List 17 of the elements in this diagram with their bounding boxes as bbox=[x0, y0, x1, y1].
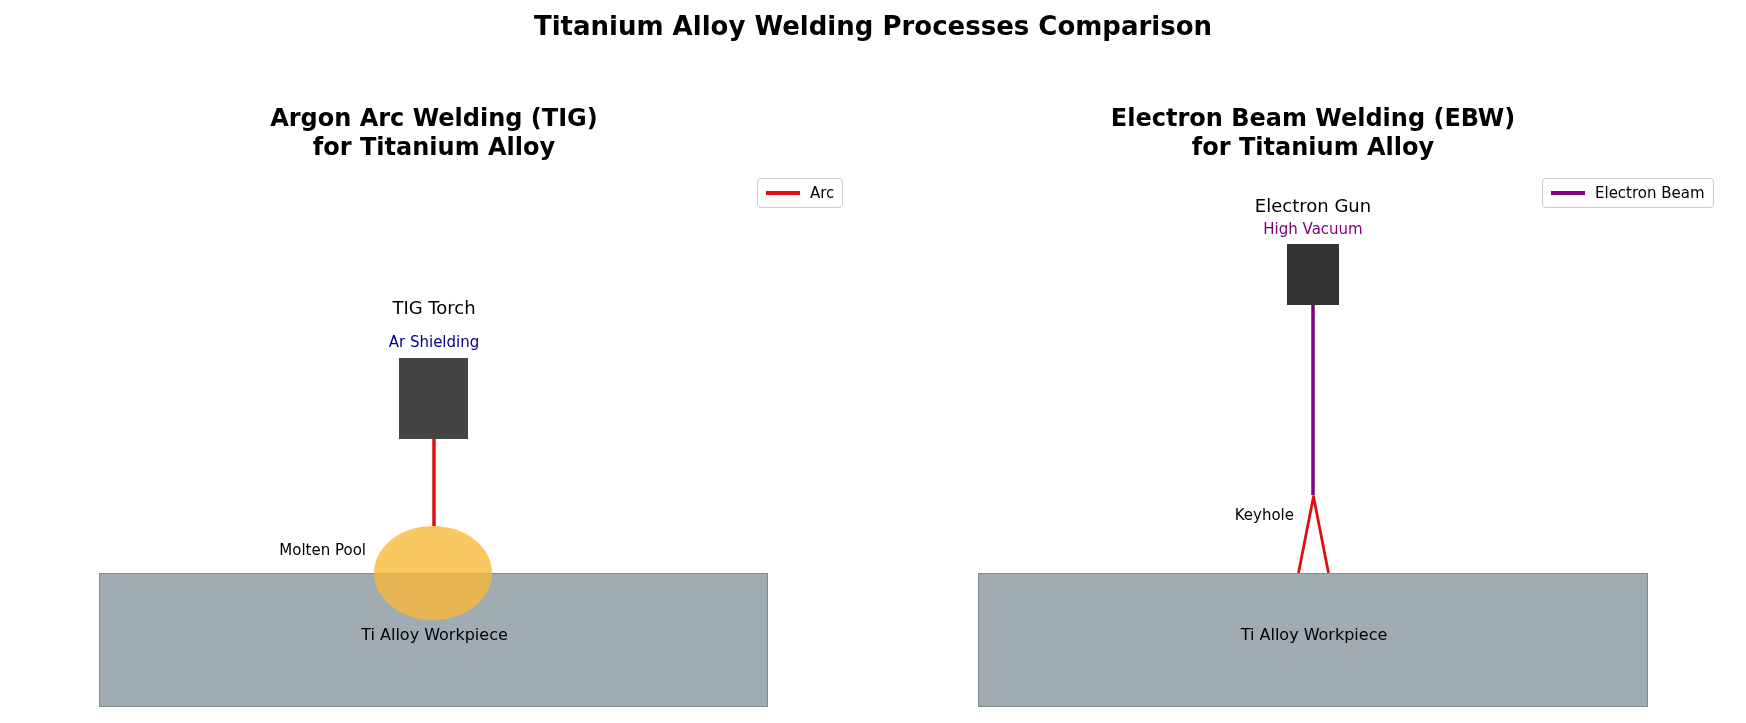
panel-title: Electron Beam Welding (EBW) for Titanium Alloy bbox=[1109, 104, 1517, 162]
workpiece-label: Ti Alloy Workpiece bbox=[1240, 626, 1388, 645]
diagram-title: Titanium Alloy Welding Processes Comparison bbox=[533, 12, 1213, 42]
workpiece-plate bbox=[978, 573, 1648, 707]
keyhole-label: Keyhole bbox=[1234, 507, 1294, 525]
panel-title: Argon Arc Welding (TIG) for Titanium Alloy bbox=[269, 104, 599, 162]
shielding-label: Ar Shielding bbox=[388, 334, 480, 352]
gun-label: Electron Gun bbox=[1254, 196, 1372, 217]
vacuum-label: High Vacuum bbox=[1263, 221, 1363, 239]
legend-label: Electron Beam bbox=[1595, 184, 1705, 202]
workpiece-label: Ti Alloy Workpiece bbox=[361, 626, 508, 645]
electron-beam-line bbox=[1311, 305, 1315, 495]
arc-line bbox=[432, 439, 436, 526]
legend-label: Arc bbox=[810, 184, 835, 202]
torch-label: TIG Torch bbox=[392, 298, 476, 319]
pool-label: Molten Pool bbox=[279, 542, 366, 560]
workpiece-plate bbox=[99, 573, 768, 707]
